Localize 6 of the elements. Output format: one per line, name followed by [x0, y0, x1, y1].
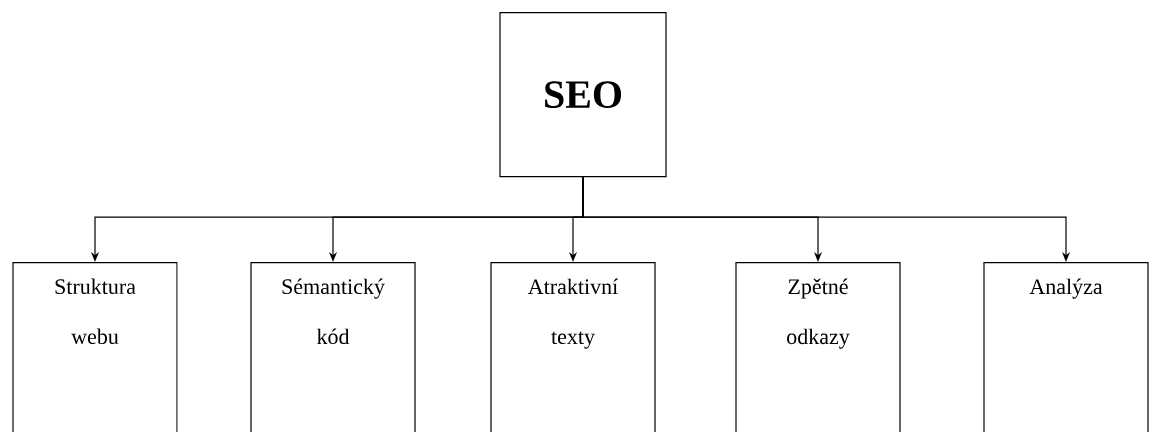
topic-box: Struktura webu: [12, 262, 178, 432]
topic-box: Sémantický kód: [250, 262, 416, 432]
topic-box: Atraktivní texty: [490, 262, 656, 432]
topic-box: Zpětné odkazy: [735, 262, 901, 432]
root-box: SEO: [499, 12, 667, 178]
topic-box: Analýza: [983, 262, 1149, 432]
